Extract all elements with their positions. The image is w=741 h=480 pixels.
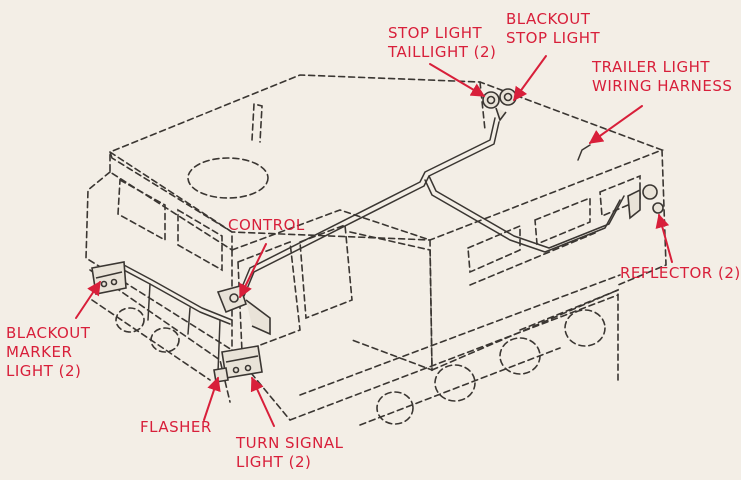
wiring-harness xyxy=(119,117,625,373)
callout-arrows xyxy=(75,55,673,427)
label-control: CONTROL xyxy=(228,216,305,234)
arrow-blackout-marker-light xyxy=(75,280,101,319)
blackout-stop-light-shape xyxy=(495,88,517,122)
cab-side xyxy=(231,209,431,251)
vehicle-outline xyxy=(85,74,667,426)
label-flasher: FLASHER xyxy=(140,418,212,436)
arrow-turn-signal-light xyxy=(250,376,275,427)
stop-light-taillight-shape xyxy=(482,91,500,109)
label-turn-signal-light: TURN SIGNAL LIGHT (2) xyxy=(236,434,344,471)
arrow-control xyxy=(239,243,267,299)
turn-signal-light-shape xyxy=(221,345,263,379)
cargo-roof xyxy=(109,74,665,241)
blackout-marker-light-shape xyxy=(91,261,127,295)
component-shapes xyxy=(91,88,664,383)
label-trailer-light-wiring-harness: TRAILER LIGHT WIRING HARNESS xyxy=(592,58,733,95)
arrow-blackout-stop-light xyxy=(513,55,547,102)
cargo-rear-face xyxy=(617,149,667,286)
arrow-stop-light-taillight xyxy=(429,63,486,97)
rear-lamp-shape xyxy=(627,184,658,220)
cab-front xyxy=(85,171,233,351)
label-blackout-marker-light: BLACKOUT MARKER LIGHT (2) xyxy=(6,324,91,380)
arrow-reflector xyxy=(655,213,673,263)
label-stop-light-taillight: STOP LIGHT TAILLIGHT (2) xyxy=(388,24,497,61)
reflector-shape xyxy=(652,202,664,214)
arrow-flasher xyxy=(203,376,221,421)
cab-roof xyxy=(109,150,233,252)
cargo-top-rail xyxy=(479,81,486,131)
label-blackout-stop-light: BLACKOUT STOP LIGHT xyxy=(506,10,601,47)
flasher-shape xyxy=(213,367,229,383)
arrow-trailer-light-wiring-harness xyxy=(588,105,643,144)
control-shape xyxy=(216,285,271,336)
label-reflector: REFLECTOR (2) xyxy=(620,264,741,282)
